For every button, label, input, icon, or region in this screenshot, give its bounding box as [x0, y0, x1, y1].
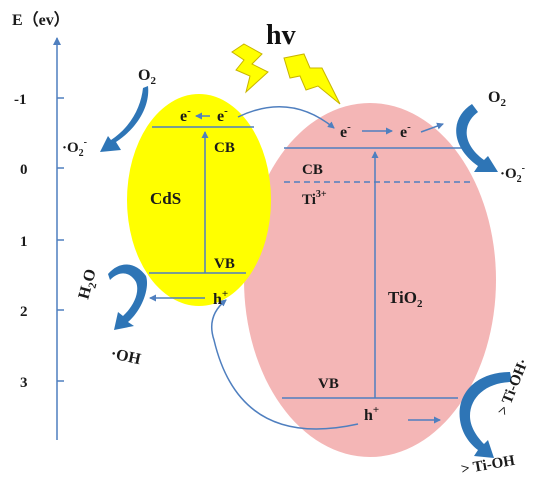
tick-label-minus1: -1	[14, 92, 27, 108]
tick-label-0: 0	[20, 162, 28, 178]
o2-reduction-arrow-left	[100, 86, 149, 152]
hydroxyl-label: ·OH	[109, 345, 143, 368]
cds-particle	[127, 94, 271, 306]
tioh-oxidation-arrow	[459, 372, 512, 458]
tio2-electron-2: e-	[400, 121, 411, 141]
lightning-bolt-icon-left	[231, 43, 269, 94]
lightning-bolt-icon-right	[283, 53, 341, 105]
cds-electron-right: e-	[217, 105, 228, 125]
electron-transfer-arrow	[237, 106, 335, 129]
tio2-defect-label: Ti3+	[302, 189, 327, 208]
cds-vb-label: VB	[214, 256, 235, 272]
axis-ticks	[57, 97, 64, 382]
tio2-particle	[244, 103, 496, 457]
cds-label: CdS	[150, 189, 181, 208]
tio2-cb-label: CB	[302, 162, 323, 178]
tick-label-3: 3	[20, 375, 28, 391]
tioh-label: > Ti-OH	[460, 453, 517, 478]
cds-electron-left: e-	[180, 105, 191, 125]
energy-axis-label: E（ev）	[12, 11, 70, 29]
water-oxidation-arrow	[108, 264, 148, 330]
tick-label-2: 2	[20, 304, 28, 320]
tio2-electron-to-o2-arrow	[420, 122, 444, 133]
tioh-radical-label: > Ti-OH·	[495, 357, 532, 418]
o2-right-label: O2	[488, 89, 506, 109]
tio2-hole: h+	[364, 404, 379, 424]
superoxide-right-label: ·O2-	[500, 163, 525, 185]
cds-cb-label: CB	[214, 140, 235, 156]
tick-label-1: 1	[20, 234, 28, 250]
tio2-vb-label: VB	[318, 376, 339, 392]
water-label: H2O	[75, 267, 102, 302]
superoxide-left-label: ·O2-	[62, 137, 87, 159]
o2-reduction-arrow-right	[456, 104, 498, 172]
hole-transfer-arrow	[211, 299, 359, 430]
tio2-label: TiO2	[388, 288, 423, 310]
tio2-electron-1: e-	[340, 121, 351, 141]
cds-hole: h+	[213, 288, 228, 308]
o2-left-label: O2	[138, 67, 156, 87]
light-energy-label: hv	[266, 20, 296, 51]
